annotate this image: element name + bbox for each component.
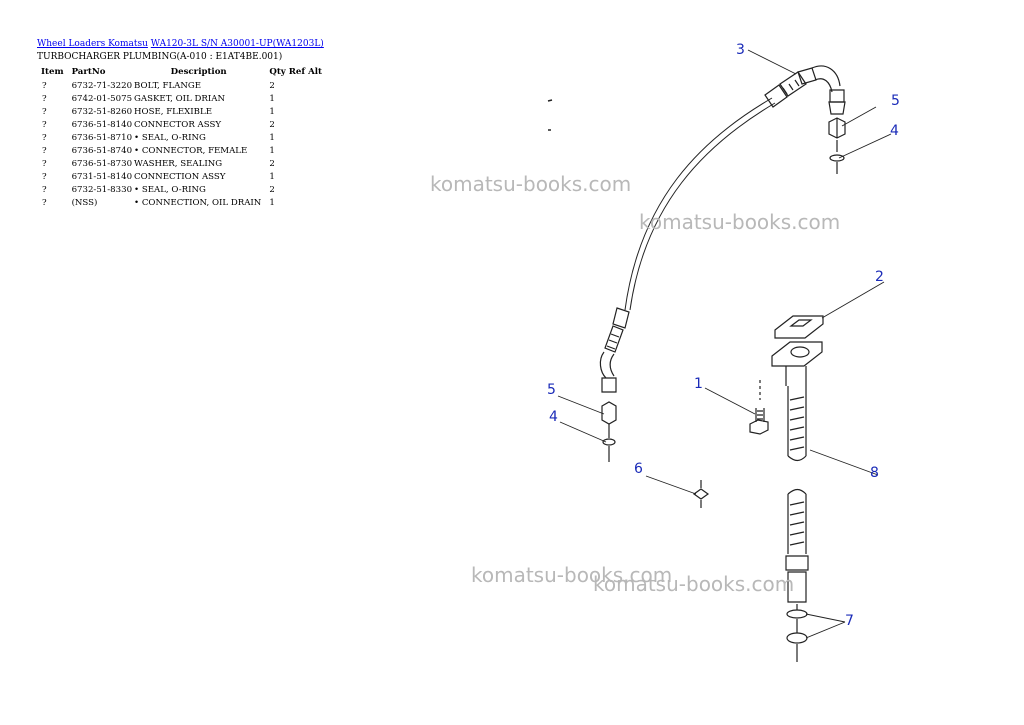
callout-6: 6 [634, 461, 643, 477]
cell-description: BOLT, FLANGE [134, 80, 202, 91]
cell-partno: 6736-51-8730 [71, 158, 133, 169]
cell-partno: (NSS) [71, 197, 98, 208]
page-title: TURBOCHARGER PLUMBING(A-010 : E1AT4BE.00… [37, 52, 283, 62]
cell-partno: 6736-51-8140 [71, 119, 133, 130]
watermark: komatsu-books.com [430, 172, 631, 196]
cell-item: ? [42, 132, 47, 143]
table-header-row: Item PartNo Description Qty Ref Alt [37, 66, 326, 79]
cell-item: ? [42, 145, 47, 156]
cell-qty: 1 [269, 106, 275, 117]
callout-1: 1 [694, 376, 703, 392]
header-item: Item [41, 67, 64, 77]
cell-item: ? [42, 106, 47, 117]
cell-item: ? [42, 171, 47, 182]
cell-item: ? [42, 158, 47, 169]
drain-connection [771, 341, 823, 662]
cell-partno: 6732-71-3220 [71, 80, 133, 91]
cell-description: HOSE, FLEXIBLE [134, 106, 212, 117]
header-qty-ref-alt: Qty Ref Alt [265, 66, 326, 79]
cell-description: • CONNECTOR, FEMALE [134, 145, 248, 156]
callout-4-lower: 4 [549, 409, 558, 425]
cell-partno: 6742-01-5075 [71, 93, 133, 104]
breadcrumb-link-model[interactable]: WA120-3L S/N A30001-UP(WA1203L) [150, 39, 324, 49]
cell-description: • SEAL, O-RING [134, 132, 206, 143]
gasket [774, 315, 824, 339]
cell-qty: 2 [269, 119, 275, 130]
cell-qty: 2 [269, 80, 275, 91]
cell-description: WASHER, SEALING [134, 158, 223, 169]
cell-qty: 1 [269, 197, 275, 208]
cell-partno: 6736-51-8740 [71, 145, 133, 156]
watermarks: komatsu-books.com komatsu-books.com koma… [430, 172, 840, 596]
watermark: komatsu-books.com [471, 563, 672, 587]
cell-qty: 2 [269, 184, 275, 195]
cell-item: ? [42, 197, 47, 208]
callout-3: 3 [736, 42, 745, 58]
cell-item: ? [42, 184, 47, 195]
header-description: Description [170, 67, 227, 77]
cell-qty: 1 [269, 145, 275, 156]
header-alt: Alt [308, 67, 322, 77]
top-hose-fitting [764, 65, 846, 115]
callout-5: 5 [891, 93, 900, 109]
breadcrumb: Wheel Loaders Komatsu WA120-3L S/N A3000… [37, 39, 324, 49]
parts-diagram: 3 5 4 2 1 5 4 6 8 7 komatsu-books.com ko… [430, 42, 900, 662]
cell-partno: 6732-51-8260 [71, 106, 133, 117]
cell-description: CONNECTOR ASSY [134, 119, 222, 130]
diagram-artwork [547, 49, 892, 662]
cell-description: • SEAL, O-RING [134, 184, 206, 195]
watermark: komatsu-books.com [639, 210, 840, 234]
cell-partno: 6731-51-8140 [71, 171, 133, 182]
callout-2: 2 [875, 269, 884, 285]
callout-8: 8 [870, 465, 879, 481]
table-row: ? 6736-51-8740• CONNECTOR, FEMALE 1 [37, 144, 326, 157]
cell-qty: 1 [269, 93, 275, 104]
watermark: komatsu-books.com [593, 572, 794, 596]
cell-description: CONNECTION ASSY [134, 171, 226, 182]
breadcrumb-link-category[interactable]: Wheel Loaders Komatsu [37, 39, 148, 49]
top-nut-stack [828, 117, 846, 174]
cell-item: ? [42, 93, 47, 104]
sealing-washer [692, 480, 710, 508]
cell-qty: 1 [269, 132, 275, 143]
cell-item: ? [42, 119, 47, 130]
cell-description: GASKET, OIL DRIAN [134, 93, 225, 104]
cell-qty: 2 [269, 158, 275, 169]
table-row: ? 6732-51-8330• SEAL, O-RING 2 [37, 183, 326, 196]
cell-qty: 1 [269, 171, 275, 182]
parts-table: Item PartNo Description Qty Ref Alt ? 673… [37, 66, 326, 209]
cell-item: ? [42, 80, 47, 91]
header-ref: Ref [288, 67, 306, 77]
table-row: ? 6736-51-8710• SEAL, O-RING 1 [37, 131, 326, 144]
header-partno: PartNo [71, 67, 106, 77]
header-qty: Qty [269, 67, 286, 77]
lower-hose-fitting [599, 307, 630, 462]
callout-4: 4 [890, 123, 899, 139]
cell-description: • CONNECTION, OIL DRAIN [134, 197, 262, 208]
leader-lines [557, 49, 892, 639]
cell-partno: 6736-51-8710 [71, 132, 133, 143]
flange-bolt [749, 380, 769, 435]
table-row: ? (NSS) • CONNECTION, OIL DRAIN 1 [37, 196, 326, 209]
callout-7: 7 [845, 613, 854, 629]
callout-labels: 3 5 4 2 1 5 4 6 8 7 [547, 42, 900, 629]
cell-partno: 6732-51-8330 [71, 184, 133, 195]
callout-5-lower: 5 [547, 382, 556, 398]
